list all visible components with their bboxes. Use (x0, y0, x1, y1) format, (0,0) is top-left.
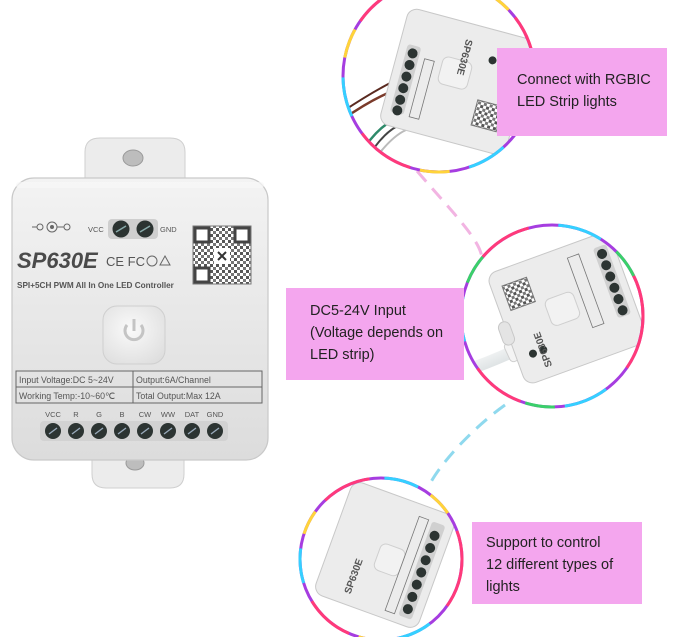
svg-text:VCC: VCC (45, 410, 61, 419)
svg-text:Working Temp:-10~60℃: Working Temp:-10~60℃ (19, 391, 115, 401)
svg-text:R: R (73, 410, 79, 419)
svg-text:Total Output:Max 12A: Total Output:Max 12A (136, 391, 221, 401)
gnd-label: GND (160, 225, 177, 234)
cert-marks: CE FC (106, 254, 145, 269)
svg-text:Output:6A/Channel: Output:6A/Channel (136, 375, 211, 385)
svg-text:GND: GND (207, 410, 224, 419)
svg-text:G: G (96, 410, 102, 419)
callout-dc-input: DC5-24V Input (Voltage depends on LED st… (286, 288, 464, 380)
device-subtitle: SPI+5CH PWM All In One LED Controller (17, 281, 175, 290)
svg-text:DAT: DAT (185, 410, 200, 419)
recycle-icons (146, 254, 171, 267)
callout-line: (Voltage depends on (310, 325, 444, 341)
callout-line: DC5-24V Input (310, 303, 406, 319)
svg-text:WW: WW (161, 410, 176, 419)
svg-text:Input Voltage:DC 5~24V: Input Voltage:DC 5~24V (19, 375, 114, 385)
callout-line: LED Strip lights (517, 94, 617, 110)
model-name: SP630E (17, 248, 99, 273)
svg-text:CW: CW (139, 410, 152, 419)
callout-line: 12 different types of (486, 557, 614, 573)
detail-circle-strip: SP630E (341, 0, 537, 174)
callout-connect-strip: Connect with RGBIC LED Strip lights (497, 48, 667, 136)
output-terminal-screws (40, 421, 228, 441)
qr-code (192, 225, 252, 285)
callout-line: Connect with RGBIC (517, 72, 651, 88)
callout-line: LED strip) (310, 347, 375, 363)
callout-light-types: Support to control 12 different types of… (472, 522, 642, 604)
power-button-icon (123, 324, 145, 342)
detail-circle-input: SP630E (459, 223, 645, 409)
callout-line: Support to control (486, 535, 601, 551)
svg-text:B: B (119, 410, 124, 419)
power-terminal-screws (108, 219, 158, 239)
connector-dashed-bottom (429, 403, 506, 483)
power-button[interactable] (102, 305, 166, 365)
output-terminal-labels: VCC R G B CW WW DAT GND (45, 410, 224, 419)
spec-table: Input Voltage:DC 5~24V Output:6A/Channel… (15, 370, 263, 404)
dc-polarity-icon (32, 221, 71, 233)
main-controller: VCC GND SP630E CE FC SPI+5CH PWM All In … (11, 137, 269, 489)
callout-line: lights (486, 579, 520, 595)
detail-circle-types: SP630E (298, 476, 464, 637)
connector-dashed-top (415, 170, 484, 259)
vcc-label: VCC (88, 225, 104, 234)
